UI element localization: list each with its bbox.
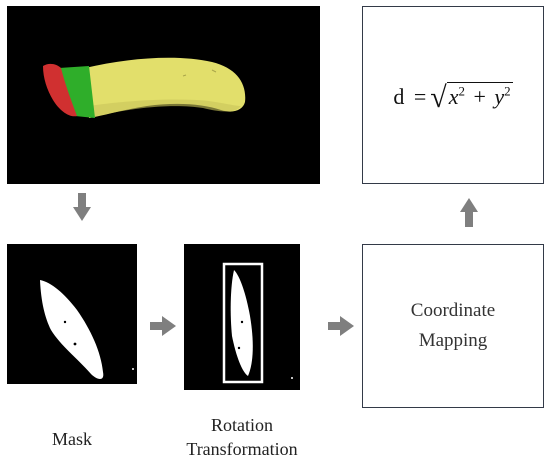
banana-image (43, 57, 246, 118)
formula-box: d =√x2 + y2 (362, 6, 544, 184)
rotation-panel (184, 244, 300, 390)
rotation-label-line1: Rotation (211, 415, 273, 435)
formula-x-exponent: 2 (458, 83, 465, 99)
bounding-box (222, 262, 264, 384)
arrow-right-icon (150, 316, 176, 336)
formula-x: x (448, 84, 459, 109)
distance-formula: d =√x2 + y2 (363, 81, 543, 115)
banana-tip-red (43, 63, 77, 117)
coordinate-mapping-line1: Coordinate (410, 300, 496, 321)
mask-panel (7, 244, 137, 384)
banana-shade (89, 99, 241, 118)
coordinate-mapping-box: Coordinate Mapping (362, 244, 544, 408)
formula-equals: = (413, 84, 427, 109)
mask-label: Mask (52, 429, 92, 449)
arrow-down-icon (73, 193, 91, 221)
rotation-label-line2: Transformation (186, 439, 298, 459)
formula-y-exponent: 2 (504, 83, 511, 99)
formula-y: y (494, 84, 505, 109)
coordinate-mapping-line2: Mapping (418, 330, 488, 351)
banana-image-panel (7, 6, 320, 184)
mask-shape (40, 280, 104, 379)
formula-plus: + (473, 84, 486, 109)
mask-image (40, 280, 134, 379)
arrow-up-icon (460, 198, 478, 227)
rotation-image (222, 262, 293, 384)
sqrt-icon: √ (430, 81, 447, 114)
formula-lhs: d (393, 84, 405, 109)
banana-stem-green (59, 66, 95, 118)
arrow-right-icon (328, 316, 354, 336)
